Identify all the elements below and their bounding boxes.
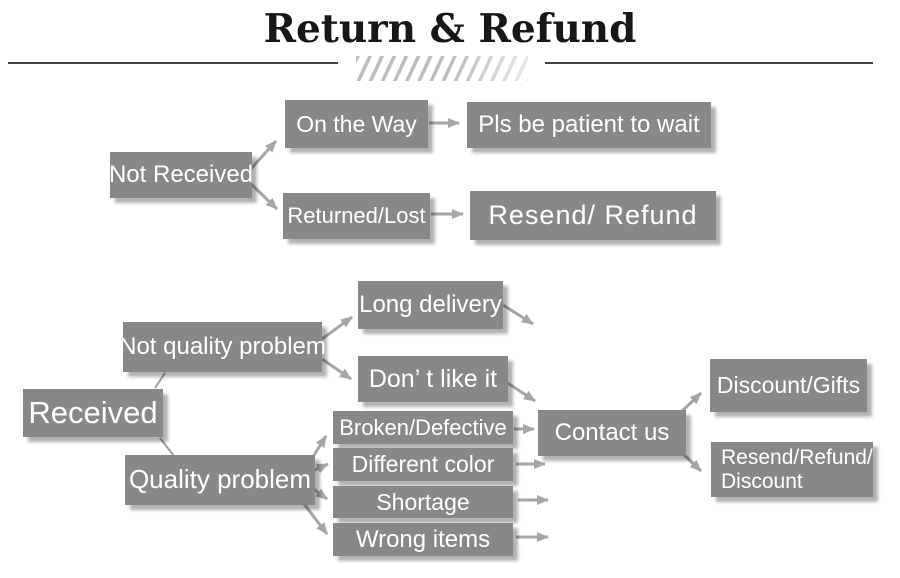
hatch-marks-icon [356,56,528,81]
node-shortage: Shortage [333,486,513,518]
node-on-the-way: On the Way [285,100,428,148]
node-returned-lost: Returned/Lost [283,193,430,239]
node-dont-like-it: Don’ t like it [358,356,508,402]
node-discount-gifts: Discount/Gifts [710,359,867,412]
node-different-color: Different color [333,448,513,481]
node-contact-us: Contact us [538,410,686,456]
node-not-received: Not Received [109,152,253,198]
page-title: Return & Refund [263,6,637,52]
node-pls-be-patient: Pls be patient to wait [467,102,711,148]
node-long-delivery: Long delivery [358,281,503,329]
node-wrong-items: Wrong items [333,523,513,556]
node-resend-refund-discount: Resend/Refund/ Discount [711,442,873,497]
node-quality-problem: Quality problem [125,455,315,505]
title-divider-right [545,62,873,64]
node-resend-refund: Resend/ Refund [470,191,716,240]
node-broken-defective: Broken/Defective [333,411,513,444]
title-divider-left [8,62,338,64]
node-received: Received [23,389,163,437]
node-not-quality-problem: Not quality problem [119,322,326,372]
